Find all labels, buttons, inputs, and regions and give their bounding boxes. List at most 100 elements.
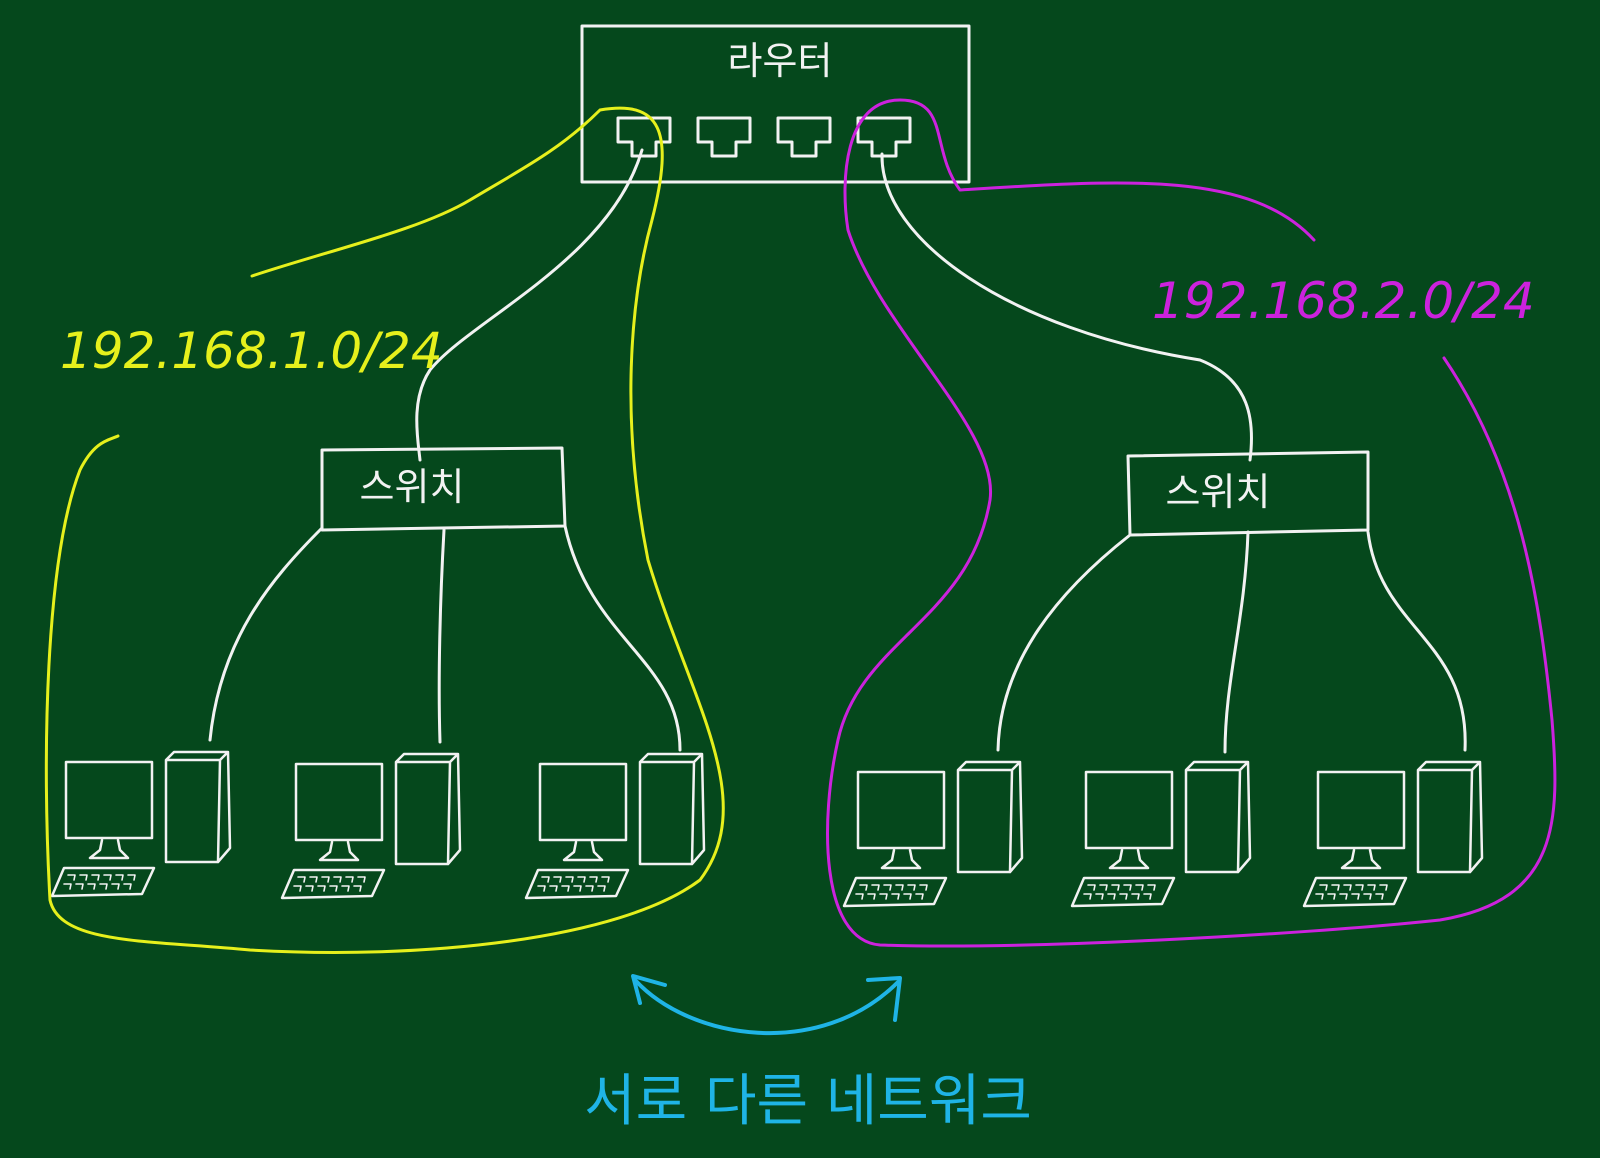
switch-right-label: 스위치 [1166, 470, 1271, 514]
monitor-stand [318, 840, 360, 862]
tower [394, 752, 462, 866]
keyboard-key [1343, 884, 1352, 891]
keyboard-key [1119, 893, 1128, 900]
keyboard-key [1087, 884, 1096, 891]
tower [956, 760, 1024, 874]
monitor-stand [880, 848, 922, 870]
keyboard-key [585, 885, 594, 892]
keyboard-key [91, 874, 100, 881]
switch-left-label: 스위치 [360, 465, 465, 509]
keyboard-key [597, 885, 606, 892]
network-right-cidr: 192.168.2.0/24 [1152, 272, 1535, 330]
keyboard-key [1095, 893, 1104, 900]
switch-right: 스위치 [1126, 450, 1370, 537]
arrow-head-left [631, 974, 667, 1005]
monitor [856, 770, 946, 850]
keyboard-key [1135, 884, 1144, 891]
keyboard-key [1331, 884, 1340, 891]
keyboard-key [871, 884, 880, 891]
monitor-stand [562, 840, 604, 862]
keyboard-key [1083, 893, 1092, 900]
keyboard-key [1379, 884, 1388, 891]
cable-router-to-left-switch [415, 148, 644, 462]
monitor [1084, 770, 1174, 850]
keyboard-key [345, 876, 354, 883]
keyboard-key [903, 893, 912, 900]
keyboard-key [321, 876, 330, 883]
keyboard-key [855, 893, 864, 900]
tower [1416, 760, 1484, 874]
monitor-stand [1340, 848, 1382, 870]
desktop-computer-icon [1070, 760, 1252, 908]
monitor [64, 760, 154, 840]
keyboard-key [879, 893, 888, 900]
network-left-boundary [44, 106, 725, 954]
keyboard-key [1131, 893, 1140, 900]
keyboard-key [99, 883, 108, 890]
router-port-icon [776, 116, 832, 158]
keyboard [280, 868, 386, 900]
cable-right-switch-pc2 [1223, 530, 1250, 754]
desktop-computer-icon [280, 752, 462, 900]
keyboard-key [111, 883, 120, 890]
keyboard-key [329, 885, 338, 892]
arrow-head-right [866, 976, 902, 1022]
keyboard-key [1123, 884, 1132, 891]
keyboard-key [867, 893, 876, 900]
keyboard [842, 876, 948, 908]
keyboard-key [601, 876, 610, 883]
keyboard-key [549, 885, 558, 892]
keyboard-key [1107, 893, 1116, 900]
keyboard [1302, 876, 1408, 908]
keyboard-key [907, 884, 916, 891]
switch-left: 스위치 [320, 446, 567, 532]
keyboard-key [79, 874, 88, 881]
keyboard-key [537, 885, 546, 892]
keyboard-key [353, 885, 362, 892]
keyboard-key [305, 885, 314, 892]
keyboard-key [1355, 884, 1364, 891]
keyboard-key [333, 876, 342, 883]
keyboard-key [915, 893, 924, 900]
caption: 서로 다른 네트워크 [584, 1069, 1032, 1134]
keyboard-key [297, 876, 306, 883]
cable-router-to-right-switch [880, 152, 1254, 462]
arrow-curve [633, 978, 900, 1036]
monitor-stand [1108, 848, 1150, 870]
monitor [294, 762, 384, 842]
router-port-icon [616, 116, 672, 158]
keyboard-key [859, 884, 868, 891]
keyboard-key [87, 883, 96, 890]
keyboard-key [573, 885, 582, 892]
tower [164, 750, 232, 864]
keyboard-key [553, 876, 562, 883]
double-arrow-icon [631, 974, 902, 1036]
keyboard-key [1099, 884, 1108, 891]
keyboard-key [123, 883, 132, 890]
keyboard-key [115, 874, 124, 881]
keyboard-key [67, 874, 76, 881]
monitor [1316, 770, 1406, 850]
keyboard-key [577, 876, 586, 883]
keyboard-key [1315, 893, 1324, 900]
desktop-computer-icon [524, 752, 706, 900]
keyboard-key [341, 885, 350, 892]
router-port-icon [856, 116, 912, 158]
desktop-computer-icon [842, 760, 1024, 908]
desktop-computer-icon [50, 750, 232, 898]
keyboard [50, 866, 156, 898]
keyboard-key [883, 884, 892, 891]
keyboard-key [1319, 884, 1328, 891]
keyboard-key [1375, 893, 1384, 900]
network-right-boundary [826, 98, 1557, 948]
router-port-icon [696, 116, 752, 158]
keyboard-key [589, 876, 598, 883]
cable-left-switch-pc3 [563, 524, 682, 752]
keyboard-key [891, 893, 900, 900]
tower [1184, 760, 1252, 874]
tower [638, 752, 706, 866]
keyboard-key [357, 876, 366, 883]
network-left-cidr: 192.168.1.0/24 [60, 322, 443, 380]
desktop-computer-icon [1302, 760, 1484, 908]
